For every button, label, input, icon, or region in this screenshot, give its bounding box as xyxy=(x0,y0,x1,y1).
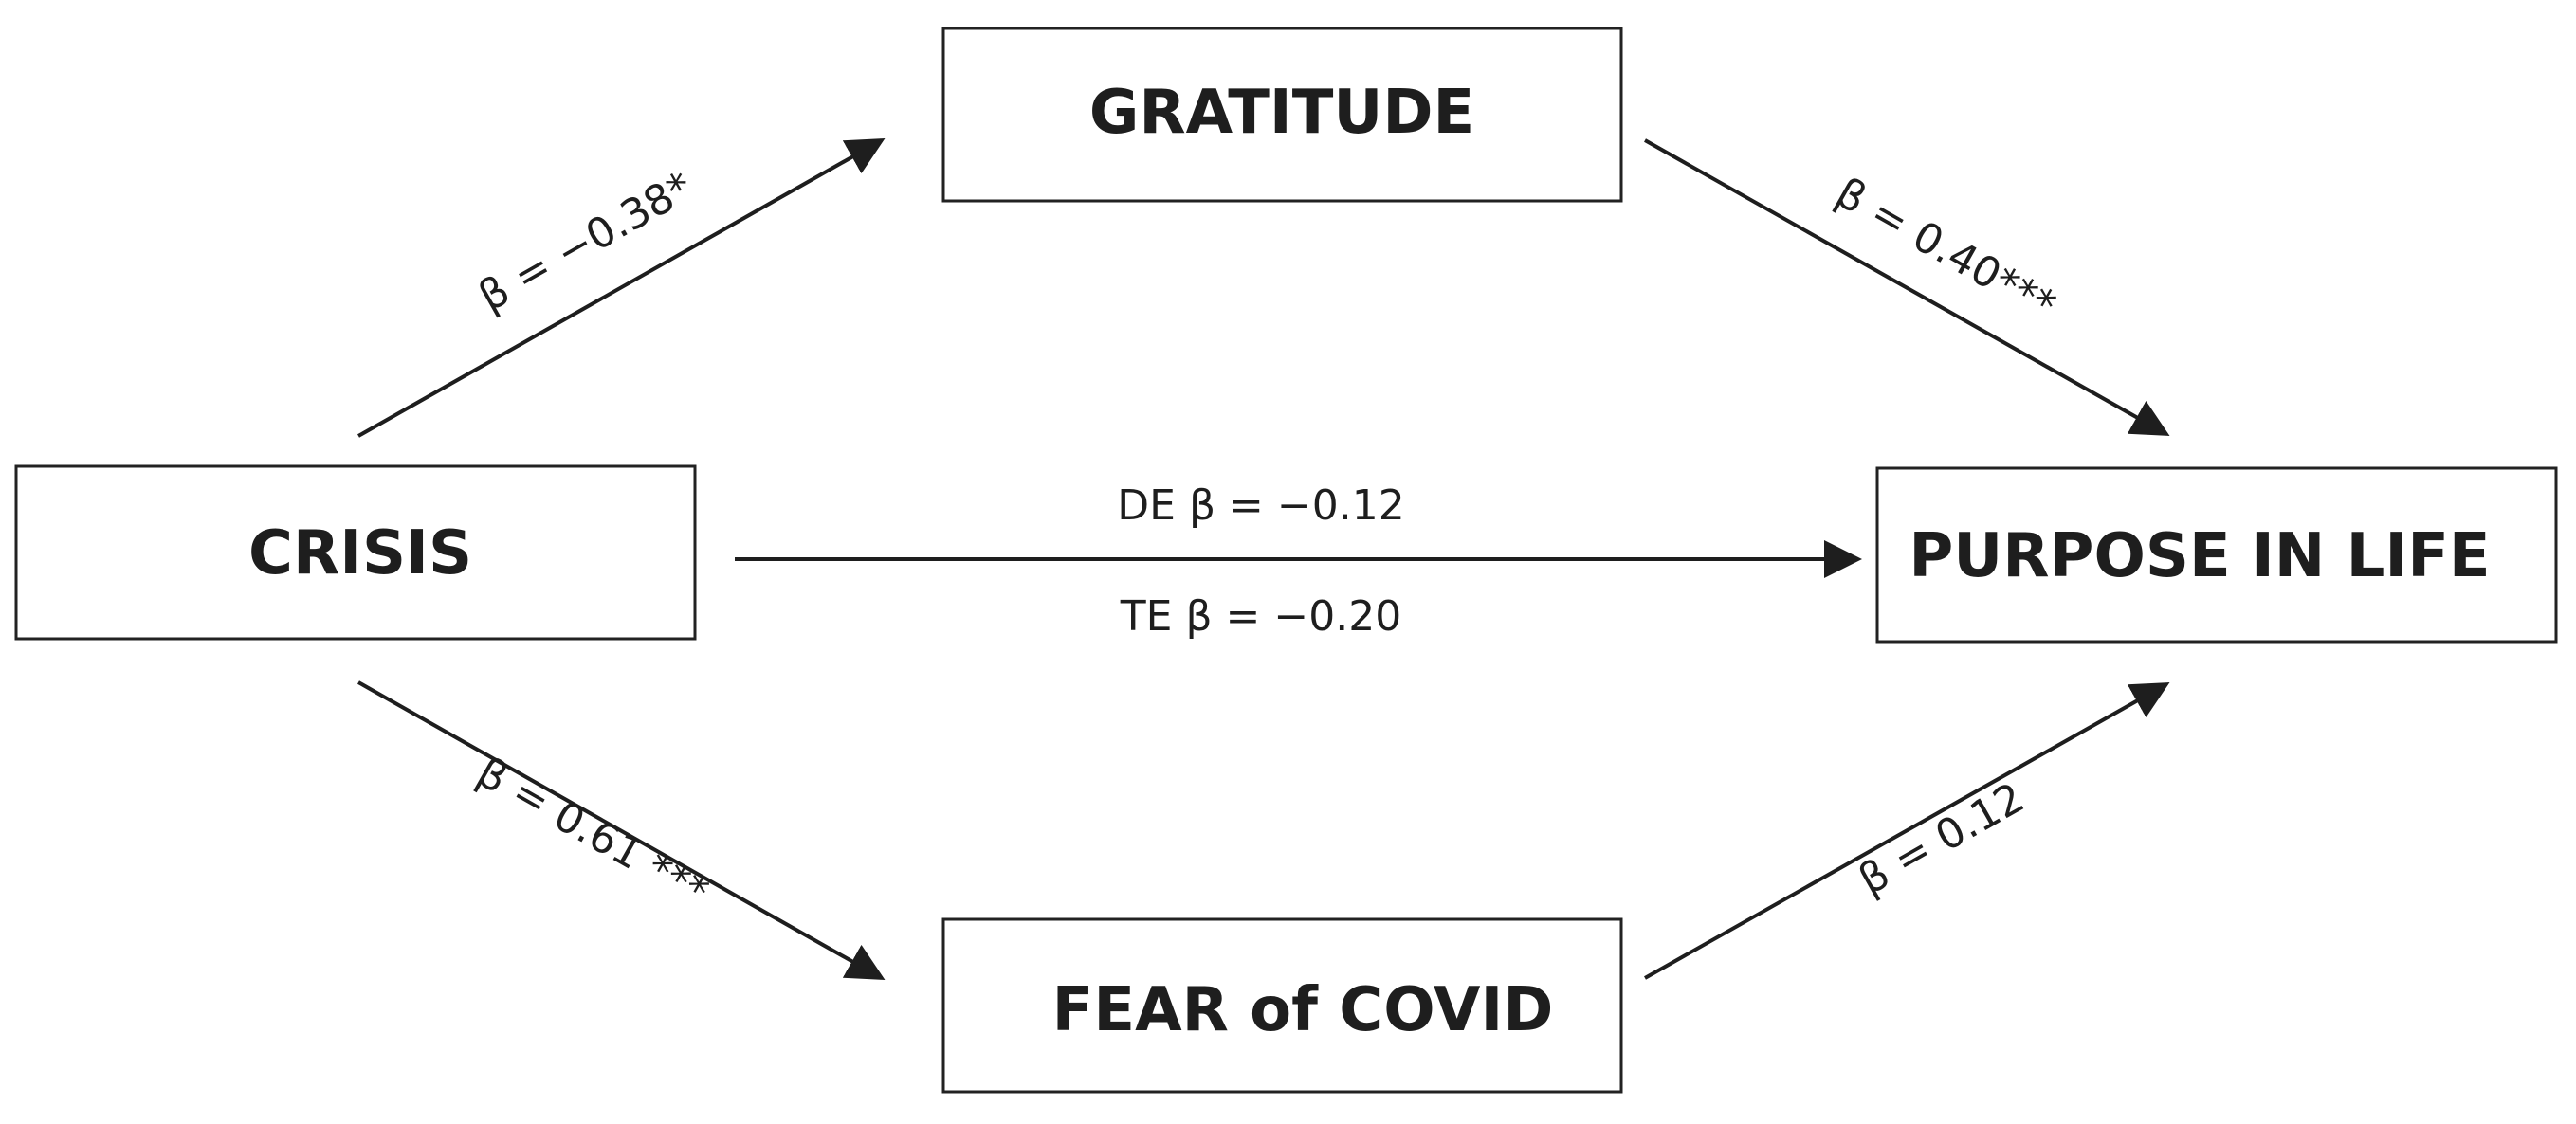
node-gratitude: GRATITUDE xyxy=(941,27,1623,203)
node-crisis: CRISIS xyxy=(14,464,697,641)
label-crisis-gratitude: β = −0.38* xyxy=(471,163,701,321)
edge-gratitude-purpose xyxy=(1644,138,2170,436)
edge-crisis-gratitude xyxy=(357,138,886,438)
node-purpose-in-life: PURPOSE IN LIFE xyxy=(1875,466,2558,644)
label-crisis-fear: β = 0.61 *** xyxy=(469,748,717,916)
node-purpose-in-life-label: PURPOSE IN LIFE xyxy=(1909,521,2490,591)
label-gratitude-purpose: β = 0.40*** xyxy=(1828,169,2064,331)
node-fear-of-covid: FEAR of COVID xyxy=(941,917,1623,1094)
label-fear-purpose: β = 0.12 xyxy=(1851,773,2032,904)
label-total-effect: TE β = −0.20 xyxy=(1120,592,1401,641)
node-fear-of-covid-label: FEAR of COVID xyxy=(1052,975,1554,1045)
node-crisis-label: CRISIS xyxy=(248,518,472,589)
edge-fear-purpose xyxy=(1644,682,2170,980)
edge-crisis-fear xyxy=(357,680,886,980)
node-gratitude-label: GRATITUDE xyxy=(1089,78,1474,148)
label-direct-effect: DE β = −0.12 xyxy=(1117,481,1404,530)
